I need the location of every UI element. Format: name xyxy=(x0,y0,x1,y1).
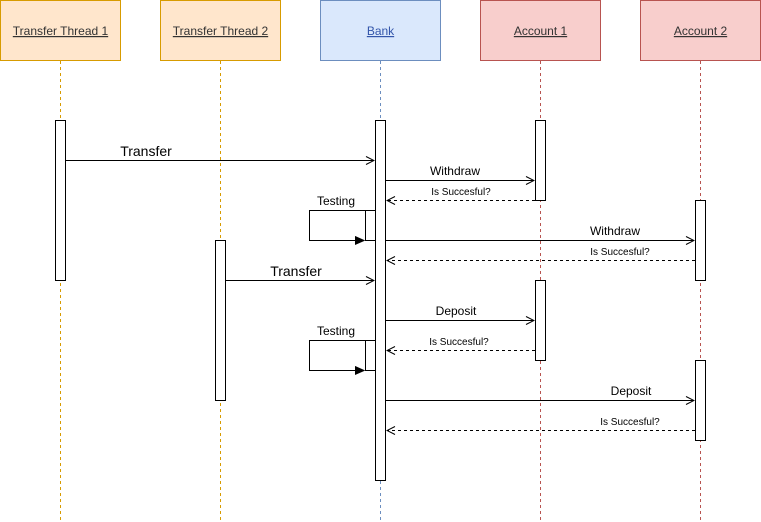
message-transfer-thread1[interactable]: Transfer xyxy=(66,143,374,161)
activation-bank-testing-1 xyxy=(365,210,376,241)
participant-account-2[interactable]: Account 2 xyxy=(640,0,761,61)
message-withdraw-account2[interactable]: Withdraw xyxy=(386,224,694,241)
message-testing-self-2[interactable]: Testing xyxy=(309,324,376,371)
message-label: Withdraw xyxy=(590,224,640,238)
message-label: Deposit xyxy=(436,304,477,318)
message-label: Transfer xyxy=(120,143,172,159)
activation-account-2-deposit xyxy=(695,360,706,441)
message-label: Is Succesful? xyxy=(431,187,491,198)
activation-bank-testing-2 xyxy=(365,340,376,371)
message-testing-self-1[interactable]: Testing xyxy=(309,194,376,241)
message-reply-account1-withdraw[interactable]: Is Succesful? xyxy=(387,187,535,201)
message-reply-account2-deposit[interactable]: Is Succesful? xyxy=(387,417,695,431)
activation-transfer-thread-1 xyxy=(55,120,66,281)
participant-transfer-thread-1[interactable]: Transfer Thread 1 xyxy=(0,0,121,61)
message-transfer-thread2[interactable]: Transfer xyxy=(226,263,374,281)
message-reply-account2-withdraw[interactable]: Is Succesful? xyxy=(387,247,695,261)
message-label: Deposit xyxy=(611,384,652,398)
message-reply-account1-deposit[interactable]: Is Succesful? xyxy=(387,337,535,351)
participant-label: Bank xyxy=(367,24,395,38)
participant-label: Account 2 xyxy=(674,24,728,38)
participant-label: Transfer Thread 2 xyxy=(173,24,269,38)
message-label: Is Succesful? xyxy=(590,247,650,258)
participant-label: Transfer Thread 1 xyxy=(13,24,109,38)
participant-account-1[interactable]: Account 1 xyxy=(480,0,601,61)
message-label: Testing xyxy=(317,194,355,208)
message-label: Is Succesful? xyxy=(600,417,660,428)
message-label: Transfer xyxy=(270,263,322,279)
message-deposit-account2[interactable]: Deposit xyxy=(386,384,694,401)
message-label: Withdraw xyxy=(430,164,480,178)
activation-account-1-withdraw xyxy=(535,120,546,201)
participant-bank[interactable]: Bank xyxy=(320,0,441,61)
message-withdraw-account1[interactable]: Withdraw xyxy=(386,164,534,181)
message-deposit-account1[interactable]: Deposit xyxy=(386,304,534,321)
message-label: Testing xyxy=(317,324,355,338)
message-label: Is Succesful? xyxy=(429,337,489,348)
activation-account-2-withdraw xyxy=(695,200,706,281)
activation-account-1-deposit xyxy=(535,280,546,361)
activation-bank xyxy=(375,120,386,481)
activation-transfer-thread-2 xyxy=(215,240,226,401)
participant-transfer-thread-2[interactable]: Transfer Thread 2 xyxy=(160,0,281,61)
participant-label: Account 1 xyxy=(514,24,568,38)
